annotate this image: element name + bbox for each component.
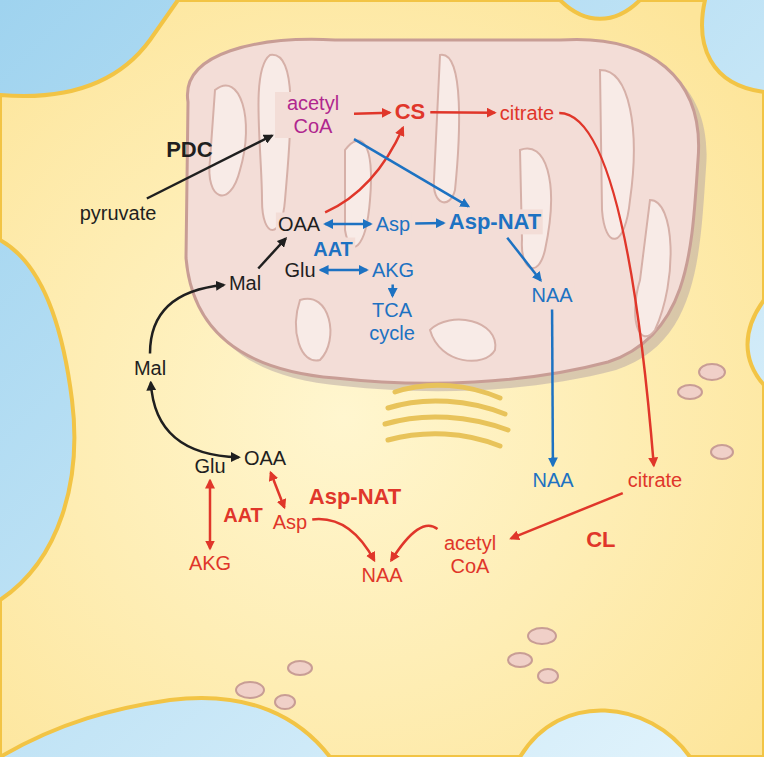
node-text: acetyl CoA xyxy=(287,92,339,137)
metabolite-label: acetyl CoA xyxy=(432,532,508,578)
crista xyxy=(600,70,634,239)
node-text: citrate xyxy=(628,469,682,491)
reaction-arrow xyxy=(271,473,285,508)
node-text: NAA xyxy=(361,564,402,586)
enzyme-label: AAT xyxy=(221,504,265,527)
small-mitochondrion xyxy=(699,364,725,380)
small-mitochondrion xyxy=(275,695,295,709)
edge-label: CL xyxy=(586,527,615,552)
node-text: pyruvate xyxy=(80,202,157,224)
metabolite-label: acetyl CoA xyxy=(275,92,351,138)
metabolite-label: TCA cycle xyxy=(359,299,425,345)
metabolite-label: OAA xyxy=(242,447,288,470)
metabolite-label: Glu xyxy=(192,455,227,478)
reaction-arrow xyxy=(325,128,403,213)
crista xyxy=(434,55,459,203)
reaction-arrow xyxy=(325,223,371,226)
metabolite-label: Asp xyxy=(271,511,309,534)
small-mitochondrion xyxy=(508,653,532,667)
mitochondrion-outer-membrane xyxy=(186,39,699,383)
mitochondrion-cristae xyxy=(209,55,670,361)
node-text: Glu xyxy=(284,259,315,281)
node-text: Asp xyxy=(273,511,307,533)
enzyme-label: CL xyxy=(584,527,617,552)
golgi-cisterna xyxy=(388,434,500,446)
metabolite-label: citrate xyxy=(498,102,556,125)
node-text: Glu xyxy=(194,455,225,477)
reaction-arrow xyxy=(209,481,212,549)
reaction-arrow xyxy=(430,111,494,114)
metabolite-label: NAA xyxy=(529,284,574,307)
crista xyxy=(209,85,246,195)
enzyme-label: Asp-NAT xyxy=(307,484,403,509)
small-mitochondria xyxy=(236,364,733,709)
label-text: AAT xyxy=(223,504,263,526)
reaction-arrow xyxy=(507,238,540,281)
metabolite-label: citrate xyxy=(626,469,684,492)
golgi-cisterna xyxy=(385,417,508,430)
enzyme-label: PDC xyxy=(164,137,214,162)
crista xyxy=(345,141,371,247)
enzyme-label: AAT xyxy=(311,238,355,261)
metabolite-label: Asp xyxy=(374,213,412,236)
node-text: CS xyxy=(395,99,426,124)
node-text: TCA cycle xyxy=(369,299,415,344)
metabolite-label: AKG xyxy=(187,552,233,575)
metabolite-label: NAA xyxy=(530,469,575,492)
node-text: Mal xyxy=(134,357,166,379)
small-mitochondrion xyxy=(236,682,264,698)
golgi-cisterna xyxy=(388,401,505,414)
small-mitochondrion xyxy=(538,669,558,683)
enzyme-label: CS xyxy=(393,99,428,124)
reaction-arrow xyxy=(391,526,437,561)
reaction-arrow xyxy=(151,383,239,458)
node-text: NAA xyxy=(532,469,573,491)
node-text: Asp xyxy=(376,213,410,235)
small-mitochondrion xyxy=(288,661,312,675)
node-text: citrate xyxy=(500,102,554,124)
reaction-arrow xyxy=(354,139,468,206)
reaction-arrow xyxy=(147,136,272,199)
reaction-arrow xyxy=(391,285,394,297)
node-text: AKG xyxy=(372,259,414,281)
crista xyxy=(635,200,671,336)
small-mitochondrion xyxy=(528,628,556,644)
label-text: AAT xyxy=(313,238,353,260)
reaction-arrow xyxy=(415,222,444,225)
enzyme-label: Asp-NAT xyxy=(447,209,543,234)
crista xyxy=(258,55,290,230)
reaction-arrow xyxy=(354,113,390,114)
metabolite-label: NAA xyxy=(359,564,404,587)
reaction-arrow xyxy=(150,285,224,353)
node-text: Mal xyxy=(229,272,261,294)
crista xyxy=(296,299,330,361)
crista xyxy=(520,148,551,268)
metabolite-label: pyruvate xyxy=(78,202,159,225)
small-mitochondrion xyxy=(711,445,733,459)
metabolite-label: Mal xyxy=(227,272,263,295)
golgi-cisterna xyxy=(395,385,500,398)
metabolite-label: Mal xyxy=(132,357,168,380)
node-text: NAA xyxy=(531,284,572,306)
node-text: Asp-NAT xyxy=(449,209,541,234)
metabolite-label: OAA xyxy=(276,213,322,236)
edge-label: PDC xyxy=(166,137,212,162)
node-text: acetyl CoA xyxy=(444,532,496,577)
crista xyxy=(430,320,495,361)
reaction-arrow xyxy=(321,269,367,272)
label-text: Asp-NAT xyxy=(309,484,401,509)
node-text: OAA xyxy=(244,447,286,469)
node-text: AKG xyxy=(189,552,231,574)
metabolite-label: Glu xyxy=(282,259,317,282)
golgi-apparatus xyxy=(385,385,508,446)
metabolite-label: AKG xyxy=(370,259,416,282)
reaction-arrow xyxy=(551,310,554,466)
node-text: OAA xyxy=(278,213,320,235)
small-mitochondrion xyxy=(678,385,702,399)
reaction-arrow xyxy=(312,519,374,560)
